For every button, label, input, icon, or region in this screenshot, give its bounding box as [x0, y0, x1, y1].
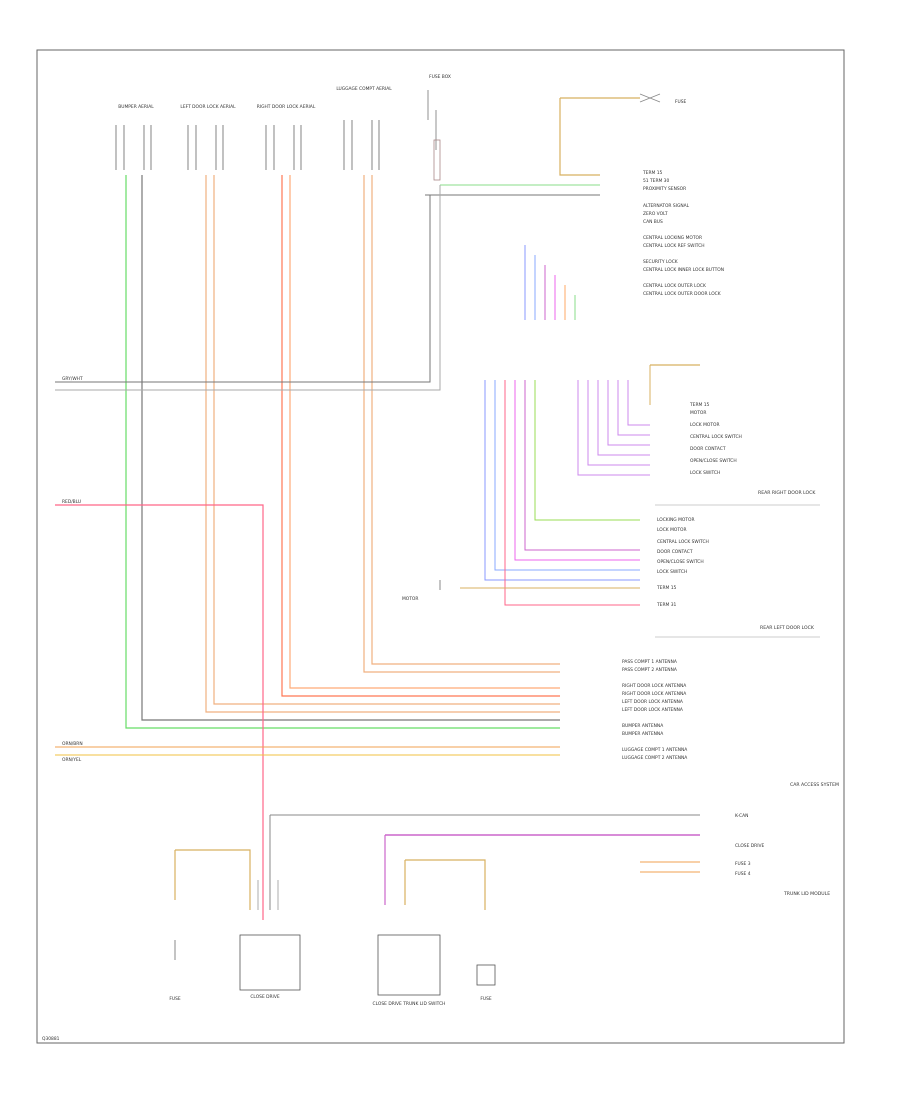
pin-label: ALTERNATOR SIGNAL — [643, 203, 690, 209]
pin-label: LOCK SWITCH — [690, 470, 720, 476]
antenna-label: LEFT DOOR LOCK AERIAL — [180, 104, 236, 110]
pin-label: BUMPER ANTENNA — [622, 723, 663, 729]
wire-orange-1 — [205, 175, 560, 713]
antenna-left-door: LEFT DOOR LOCK AERIAL — [180, 104, 236, 170]
pin-label: CAN BUS — [643, 219, 663, 225]
pin-label: CENTRAL LOCK OUTER DOOR LOCK — [643, 291, 721, 297]
wire-code: ORN/BRN — [62, 741, 83, 747]
pin-label: LOCK MOTOR — [657, 527, 687, 533]
pin-label: DOOR CONTACT — [690, 446, 726, 452]
wire-bottom-yellow — [174, 849, 251, 910]
pin-label: TERM 31 — [656, 602, 676, 608]
pin-label: OPEN/CLOSE SWITCH — [690, 458, 737, 464]
antenna-right-door: RIGHT DOOR LOCK AERIAL — [257, 104, 316, 170]
antenna-label: RIGHT DOOR LOCK AERIAL — [257, 104, 316, 110]
car-access-system-module: PASS COMPT 1 ANTENNA PASS COMPT 2 ANTENN… — [622, 659, 839, 788]
rear-right-door-lock: TERM 15 MOTOR LOCK MOTOR CENTRAL LOCK SW… — [577, 364, 820, 506]
pin-label: BUMPER ANTENNA — [622, 731, 663, 737]
rear-left-door-lock: LOCKING MOTOR LOCK MOTOR CENTRAL LOCK SW… — [460, 380, 820, 638]
fuse-label: FUSE — [675, 99, 687, 105]
pin-label: PASS COMPT 1 ANTENNA — [622, 659, 677, 665]
fuse-box-label: FUSE BOX — [429, 74, 451, 80]
component-label: CLOSE DRIVE TRUNK LID SWITCH — [373, 1001, 446, 1007]
pin-label: CENTRAL LOCK INNER LOCK BUTTON — [643, 267, 724, 273]
pin-label: FUSE 3 — [735, 861, 751, 867]
fuse-label: FUSE — [480, 996, 492, 1002]
antenna-label: LUGGAGE COMPT AERIAL — [336, 86, 392, 92]
antenna-bumper: BUMPER AERIAL — [115, 104, 154, 170]
wire-red-1 — [281, 175, 560, 697]
pin-label: LEFT DOOR LOCK ANTENNA — [622, 699, 683, 705]
pin-label: CENTRAL LOCK SWITCH — [657, 539, 709, 545]
motor-label: MOTOR — [402, 596, 418, 602]
wire-red-2 — [289, 175, 560, 689]
left-wire-codes: GRY/WHT RED/BLU ORN/BRN ORN/YEL — [62, 376, 83, 763]
wire-code: GRY/WHT — [62, 376, 83, 382]
pin-label: CENTRAL LOCKING MOTOR — [643, 235, 702, 241]
pin-label: FUSE 4 — [735, 871, 751, 877]
pin-label: LUGGAGE COMPT 2 ANTENNA — [622, 755, 687, 761]
fuse-box-top: FUSE BOX — [427, 74, 451, 181]
pin-label: CENTRAL LOCK REF SWITCH — [643, 243, 705, 249]
pin-label: MOTOR — [690, 410, 706, 416]
wire-left-light — [55, 185, 441, 391]
module-title: REAR LEFT DOOR LOCK — [760, 625, 815, 631]
pin-label: SECURITY LOCK — [643, 259, 678, 265]
antenna-label: BUMPER AERIAL — [118, 104, 154, 110]
wire-orange-2 — [213, 175, 560, 705]
pin-label: CLOSE DRIVE — [735, 843, 764, 849]
pin-label: RIGHT DOOR LOCK ANTENNA — [622, 683, 686, 689]
wire-code: RED/BLU — [62, 499, 81, 505]
pin-label: LOCK MOTOR — [690, 422, 720, 428]
pin-label: TERM 15 — [656, 585, 676, 591]
pin-label: PASS COMPT 2 ANTENNA — [622, 667, 677, 673]
pin-label: TERM 15 — [642, 170, 662, 176]
pin-label: LOCKING MOTOR — [657, 517, 695, 523]
pin-label: LUGGAGE COMPT 1 ANTENNA — [622, 747, 687, 753]
module-title: REAR RIGHT DOOR LOCK — [758, 490, 816, 496]
pin-label: K-CAN — [735, 813, 748, 819]
module-title: CAR ACCESS SYSTEM — [790, 782, 839, 788]
pin-label: ZERO VOLT — [643, 211, 668, 217]
wire-orange-4 — [371, 175, 560, 665]
pin-label: RIGHT DOOR LOCK ANTENNA — [622, 691, 686, 697]
fuse-label: FUSE — [169, 996, 181, 1002]
module-title: TRUNK LID MODULE — [783, 891, 830, 897]
pin-label: LOCK SWITCH — [657, 569, 687, 575]
pin-label: PROXIMITY SENSOR — [643, 186, 686, 192]
fuse-top-right: FUSE — [560, 93, 687, 105]
pin-label: 51 TERM 30 — [643, 178, 669, 184]
pin-label: CENTRAL LOCK SWITCH — [690, 434, 742, 440]
bottom-fuse-left: FUSE — [169, 940, 181, 1002]
wire-code: ORN/YEL — [62, 757, 82, 763]
wire-left-pink — [55, 504, 264, 920]
pin-label: TERM 15 — [689, 402, 709, 408]
wire-green — [125, 175, 560, 729]
wire-orange-3 — [363, 175, 560, 673]
pin-label: LEFT DOOR LOCK ANTENNA — [622, 707, 683, 713]
footer-code: Q30881 — [42, 1036, 60, 1042]
pin-label: CENTRAL LOCK OUTER LOCK — [643, 283, 706, 289]
component-label: CLOSE DRIVE — [250, 994, 279, 1000]
bottom-fuse-right: FUSE — [476, 964, 496, 1002]
close-drive-switch-component: CLOSE DRIVE TRUNK LID SWITCH — [373, 934, 446, 1007]
close-drive-component: CLOSE DRIVE — [239, 934, 301, 1000]
control-module-pins: TERM 15 51 TERM 30 PROXIMITY SENSOR ALTE… — [642, 170, 724, 297]
diagram-frame — [36, 49, 845, 1044]
wire-gray — [141, 175, 560, 721]
pin-label: OPEN/CLOSE SWITCH — [657, 559, 704, 565]
motor-component: MOTOR — [402, 580, 441, 602]
trunk-lid-module: K-CAN CLOSE DRIVE FUSE 3 FUSE 4 TRUNK LI… — [270, 813, 830, 910]
antenna-luggage: LUGGAGE COMPT AERIAL — [336, 86, 392, 170]
pin-label: DOOR CONTACT — [657, 549, 693, 555]
wire-left-gray — [55, 195, 431, 383]
